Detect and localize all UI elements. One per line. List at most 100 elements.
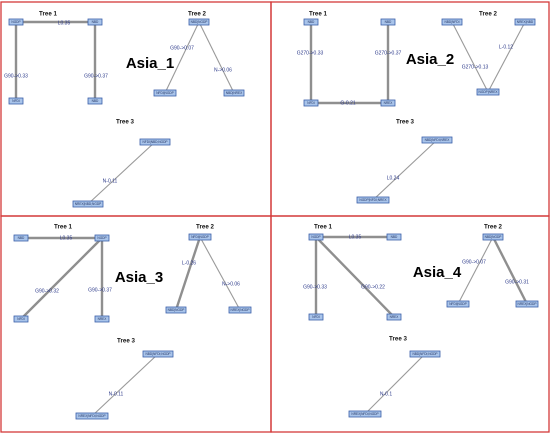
node-label: NBD (92, 20, 99, 24)
node-box (142, 350, 174, 358)
tree-node: NBD|NREX (223, 89, 245, 97)
tree-node: NBD (87, 97, 103, 105)
tree-edge (174, 236, 202, 311)
node-label: NREX|NGDP (518, 302, 537, 306)
tree-node: NBD|NFDI;NGDP (409, 350, 441, 358)
tree-node: NREX|NFDI;NGDP (348, 410, 382, 418)
node-label: NBD|NFDI;NGDP (145, 352, 170, 356)
tree-node: NBD|NGDP (165, 306, 187, 314)
node-label: NGDP (97, 236, 106, 240)
panel-border-asia-1 (0, 1, 272, 217)
edge-label: G90->0.07 (462, 259, 486, 265)
tree-edge (364, 353, 426, 415)
tree-node: NGDP (308, 233, 324, 241)
node-box (446, 300, 470, 308)
node-label: NBD|NFDI (445, 20, 460, 24)
node-label: NFDI|NGDP (449, 302, 466, 306)
node-label: NFDI (307, 101, 315, 105)
tree-edge (372, 139, 438, 201)
node-label: NFDI|NGDP (156, 91, 173, 95)
node-box (139, 138, 171, 146)
node-box (13, 315, 29, 323)
node-label: NFDI|NBD;NGDP (142, 140, 167, 144)
node-label: NBD (308, 20, 315, 24)
tree-title: Tree 1 (39, 11, 57, 18)
tree-title: Tree 2 (479, 11, 497, 18)
edge-label: N-0.11 (103, 178, 118, 184)
node-label: NFDI (12, 99, 20, 103)
node-label: NBD|NGDP (191, 20, 208, 24)
tree-node: NFDI|NBD;NGDP (139, 138, 171, 146)
tree-node: NFDI (303, 99, 319, 107)
tree-edge (164, 21, 200, 94)
tree-edge (487, 21, 526, 93)
edge-label: G90->0.32 (35, 288, 59, 294)
edge-label: N->0.06 (214, 67, 232, 73)
tree-node: NFDI|NGDP (188, 233, 212, 241)
node-box (308, 313, 324, 321)
node-box (165, 306, 187, 314)
node-box (303, 99, 319, 107)
tree-node: NBD (87, 18, 103, 26)
node-box (228, 306, 252, 314)
node-box (223, 89, 245, 97)
tree-node: NREX|NGDP (515, 300, 539, 308)
edge-label: L0.35 (58, 20, 71, 26)
edge-label: N->0.06 (222, 281, 240, 287)
node-box (75, 412, 109, 420)
node-box (308, 233, 324, 241)
tree-title: Tree 3 (116, 119, 134, 126)
tree-node: NBD|NGDP (188, 18, 210, 26)
node-box (476, 88, 500, 96)
panel-title: Asia_4 (413, 264, 462, 281)
panel-border-asia-2 (270, 1, 550, 217)
edge-label: L0.35 (349, 234, 362, 240)
tree-node: NREX|NGDP (228, 306, 252, 314)
edge-label: G90->0.33 (4, 73, 28, 79)
tree-edge (457, 236, 494, 305)
tree-edge (20, 237, 103, 320)
tree-node: NBD|NGDP (482, 233, 504, 241)
edge-label: G90->0.37 (88, 287, 112, 293)
edge-label: G90->0.31 (505, 279, 529, 285)
panel-title: Asia_2 (406, 51, 454, 68)
panel-border-asia-4 (270, 215, 550, 433)
tree-edge (199, 236, 241, 311)
edge-label: L-0.12 (499, 44, 513, 50)
edge-label: L0.24 (387, 175, 400, 181)
tree-node: NGDP|NREX (476, 88, 500, 96)
tree-node: NBD (386, 233, 402, 241)
edge-label: G270->0.33 (297, 50, 324, 56)
edge-label: G90->0.22 (361, 284, 385, 290)
node-box (13, 234, 29, 242)
node-label: NGDP (311, 235, 320, 239)
tree-node: NBD|NFDI (441, 18, 463, 26)
node-box (409, 350, 441, 358)
edge-label: L-0.26 (182, 260, 196, 266)
node-label: NREX|NFDI;NGDP (351, 412, 378, 416)
edge-label: G90->0.07 (170, 45, 194, 51)
tree-edge (315, 236, 395, 318)
tree-node: NBD (303, 18, 319, 26)
tree-title: Tree 3 (117, 338, 135, 345)
edge-label: G90->0.33 (303, 284, 327, 290)
node-label: NGDP (11, 20, 20, 24)
tree-title: Tree 1 (54, 224, 72, 231)
tree-node: NBD (380, 18, 396, 26)
tree-node: NFDI (308, 313, 324, 321)
node-label: NREX (98, 317, 108, 321)
panel-title: Asia_1 (126, 55, 174, 72)
node-box (87, 97, 103, 105)
tree-node: NFDI (8, 97, 24, 105)
